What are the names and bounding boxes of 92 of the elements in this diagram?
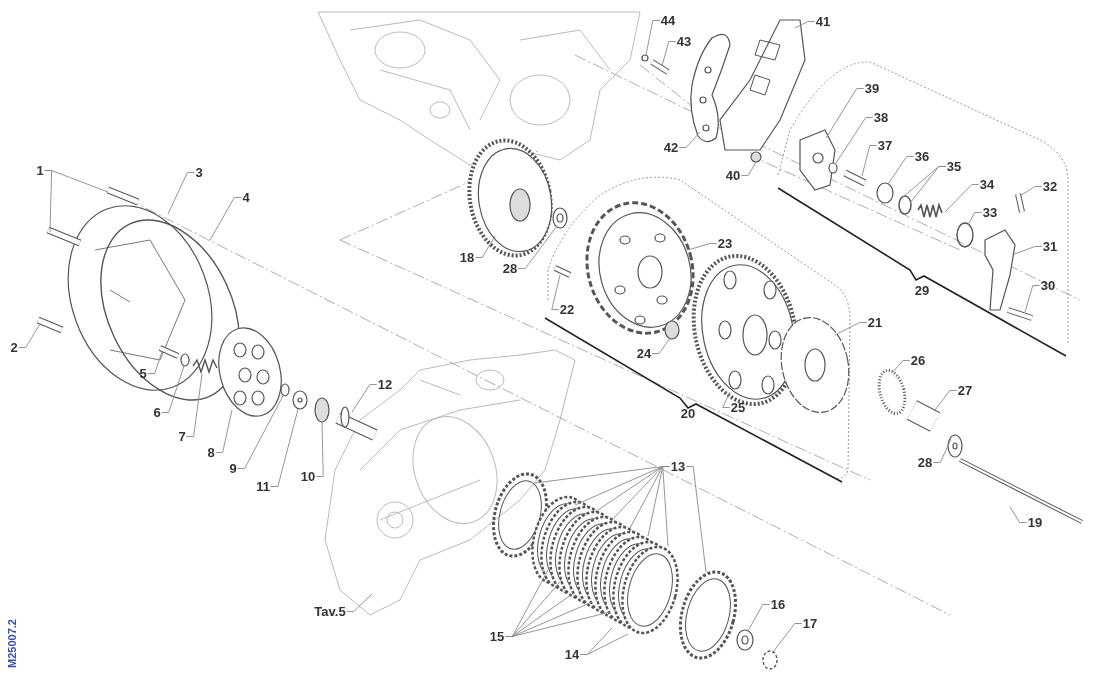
callout-number: 10 [300, 469, 316, 484]
callout-number: 2 [10, 340, 18, 355]
callout-number: 19 [1027, 515, 1043, 530]
leader-line [934, 390, 958, 411]
callout-number: 12 [377, 377, 393, 392]
leader-line [861, 145, 878, 177]
leader-line [551, 274, 561, 310]
callout-number: 41 [815, 14, 831, 29]
callout-number: 44 [660, 13, 676, 28]
leader-line [186, 373, 203, 437]
callout-number: 16 [770, 597, 786, 612]
drawing-code: M25007.2 [4, 619, 19, 668]
leader-line [932, 438, 952, 463]
callout-number: 36 [914, 149, 930, 164]
callout-number: 30 [1040, 278, 1056, 293]
leader-line [794, 21, 816, 29]
callout-number: 37 [877, 138, 893, 153]
leader-line [474, 235, 496, 258]
callout-number: 22 [559, 302, 575, 317]
leader-line [967, 212, 983, 226]
leader-line [167, 172, 195, 215]
callout-number: 11 [256, 479, 270, 494]
callout-number: 6 [153, 405, 161, 420]
leader-line [161, 365, 185, 413]
leader-line [1009, 506, 1028, 523]
callout-number: 18 [459, 250, 475, 265]
leader-line [834, 322, 868, 336]
callout-number: 25 [730, 400, 746, 415]
callout-number: 21 [867, 315, 883, 330]
leader-line [504, 611, 611, 637]
callout-number: 38 [873, 110, 889, 125]
leader-line [215, 409, 233, 453]
leader-line [678, 131, 701, 148]
callout-number: 39 [864, 81, 880, 96]
leader-line [887, 156, 915, 185]
leader-line [517, 225, 558, 269]
leader-line [835, 117, 874, 164]
leader-line [346, 593, 373, 612]
callout-number: 24 [636, 346, 652, 361]
callout-number: 15 [489, 629, 505, 644]
leader-line [270, 408, 299, 487]
callout-number: 14 [564, 647, 580, 662]
leader-line [722, 391, 731, 408]
leader-line [147, 351, 163, 374]
leader-line [579, 633, 629, 655]
callout-number: 34 [979, 177, 995, 192]
leader-line [687, 243, 718, 251]
callout-number: 42 [663, 140, 679, 155]
callout-number: 31 [1042, 239, 1058, 254]
callout-number: 3 [195, 165, 203, 180]
leader-line [909, 166, 947, 204]
callout-number: 23 [717, 236, 733, 251]
leader-line [351, 384, 378, 413]
leader-line [651, 337, 671, 354]
callout-number: 9 [229, 461, 237, 476]
leader-line [772, 623, 803, 653]
callout-number: 8 [207, 445, 215, 460]
callout-number: 17 [802, 616, 818, 631]
callout-number: 27 [957, 383, 973, 398]
leader-line [661, 41, 677, 67]
callout-number: 28 [917, 455, 933, 470]
leader-line [1011, 246, 1043, 256]
leader-line [18, 323, 41, 348]
callout-number: 28 [502, 261, 518, 276]
leader-line [1019, 186, 1043, 197]
leader-line [645, 20, 661, 56]
leader-line [209, 197, 242, 241]
leader-line [685, 466, 707, 573]
leader-line [944, 184, 980, 213]
callout-number: 35 [946, 159, 962, 174]
leader-line [892, 360, 911, 373]
callout-number: 4 [242, 190, 250, 205]
callout-number: 32 [1042, 179, 1058, 194]
leader-line [747, 604, 771, 632]
leader-line [825, 88, 865, 139]
leader-line [315, 421, 324, 477]
callout-number: 43 [676, 34, 692, 49]
callout-number: 1 [36, 163, 44, 178]
callout-number: 40 [725, 168, 741, 183]
leader-line [740, 161, 757, 176]
leader-line [662, 466, 671, 547]
group-number: 20 [680, 406, 696, 421]
callout-number: Tav.5 [314, 604, 346, 619]
group-number: 29 [914, 283, 930, 298]
leader-line [44, 170, 53, 233]
callout-number: 7 [178, 429, 186, 444]
leader-line [237, 393, 285, 469]
callout-number: 26 [910, 353, 926, 368]
leader-line [1024, 285, 1041, 313]
callout-number: 13 [670, 459, 686, 474]
callout-number: 5 [139, 366, 147, 381]
callout-number: 33 [982, 205, 998, 220]
